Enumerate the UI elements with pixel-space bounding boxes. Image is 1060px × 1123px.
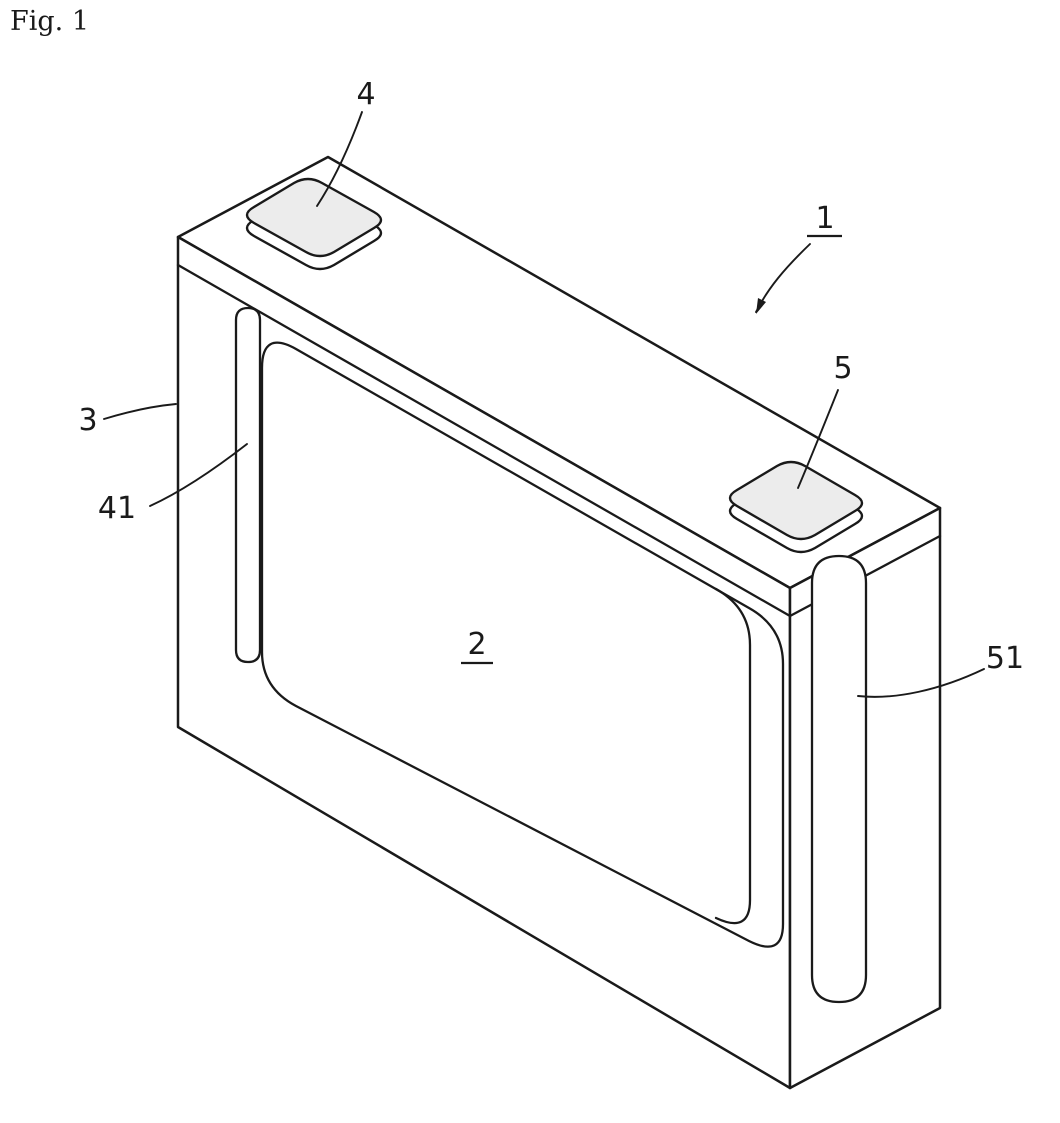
ref-numeral-5: 5 <box>833 351 852 386</box>
electrode-assembly <box>234 306 868 1004</box>
figure-caption: Fig. 1 <box>10 6 89 37</box>
leader-arrowhead-1 <box>756 298 766 314</box>
electrode-right-fold-line <box>714 587 752 925</box>
terminal-right-top <box>728 460 864 541</box>
terminal-left <box>245 177 383 271</box>
leader-lines <box>103 111 985 698</box>
ref-numeral-2: 2 <box>467 627 486 662</box>
leader-line-41 <box>149 443 248 507</box>
ref-numeral-3: 3 <box>78 403 97 438</box>
terminal-left-top <box>245 177 383 258</box>
electrode-outline <box>260 341 785 948</box>
labels: Fig. 1 4 1 5 3 41 2 51 <box>10 6 1024 676</box>
ref-numeral-51: 51 <box>986 641 1024 676</box>
leader-line-4 <box>316 111 363 207</box>
ref-numeral-4: 4 <box>356 77 375 112</box>
ref-numeral-1: 1 <box>815 201 834 236</box>
leader-line-51 <box>857 668 985 698</box>
right-curved-portion <box>810 554 868 1004</box>
ref-numeral-41: 41 <box>98 491 136 526</box>
terminal-right <box>728 460 864 554</box>
lid-thickness-edge <box>176 263 942 618</box>
leader-line-3 <box>103 403 177 420</box>
electrode-left-fold <box>234 306 262 664</box>
leader-line-5 <box>797 389 839 489</box>
